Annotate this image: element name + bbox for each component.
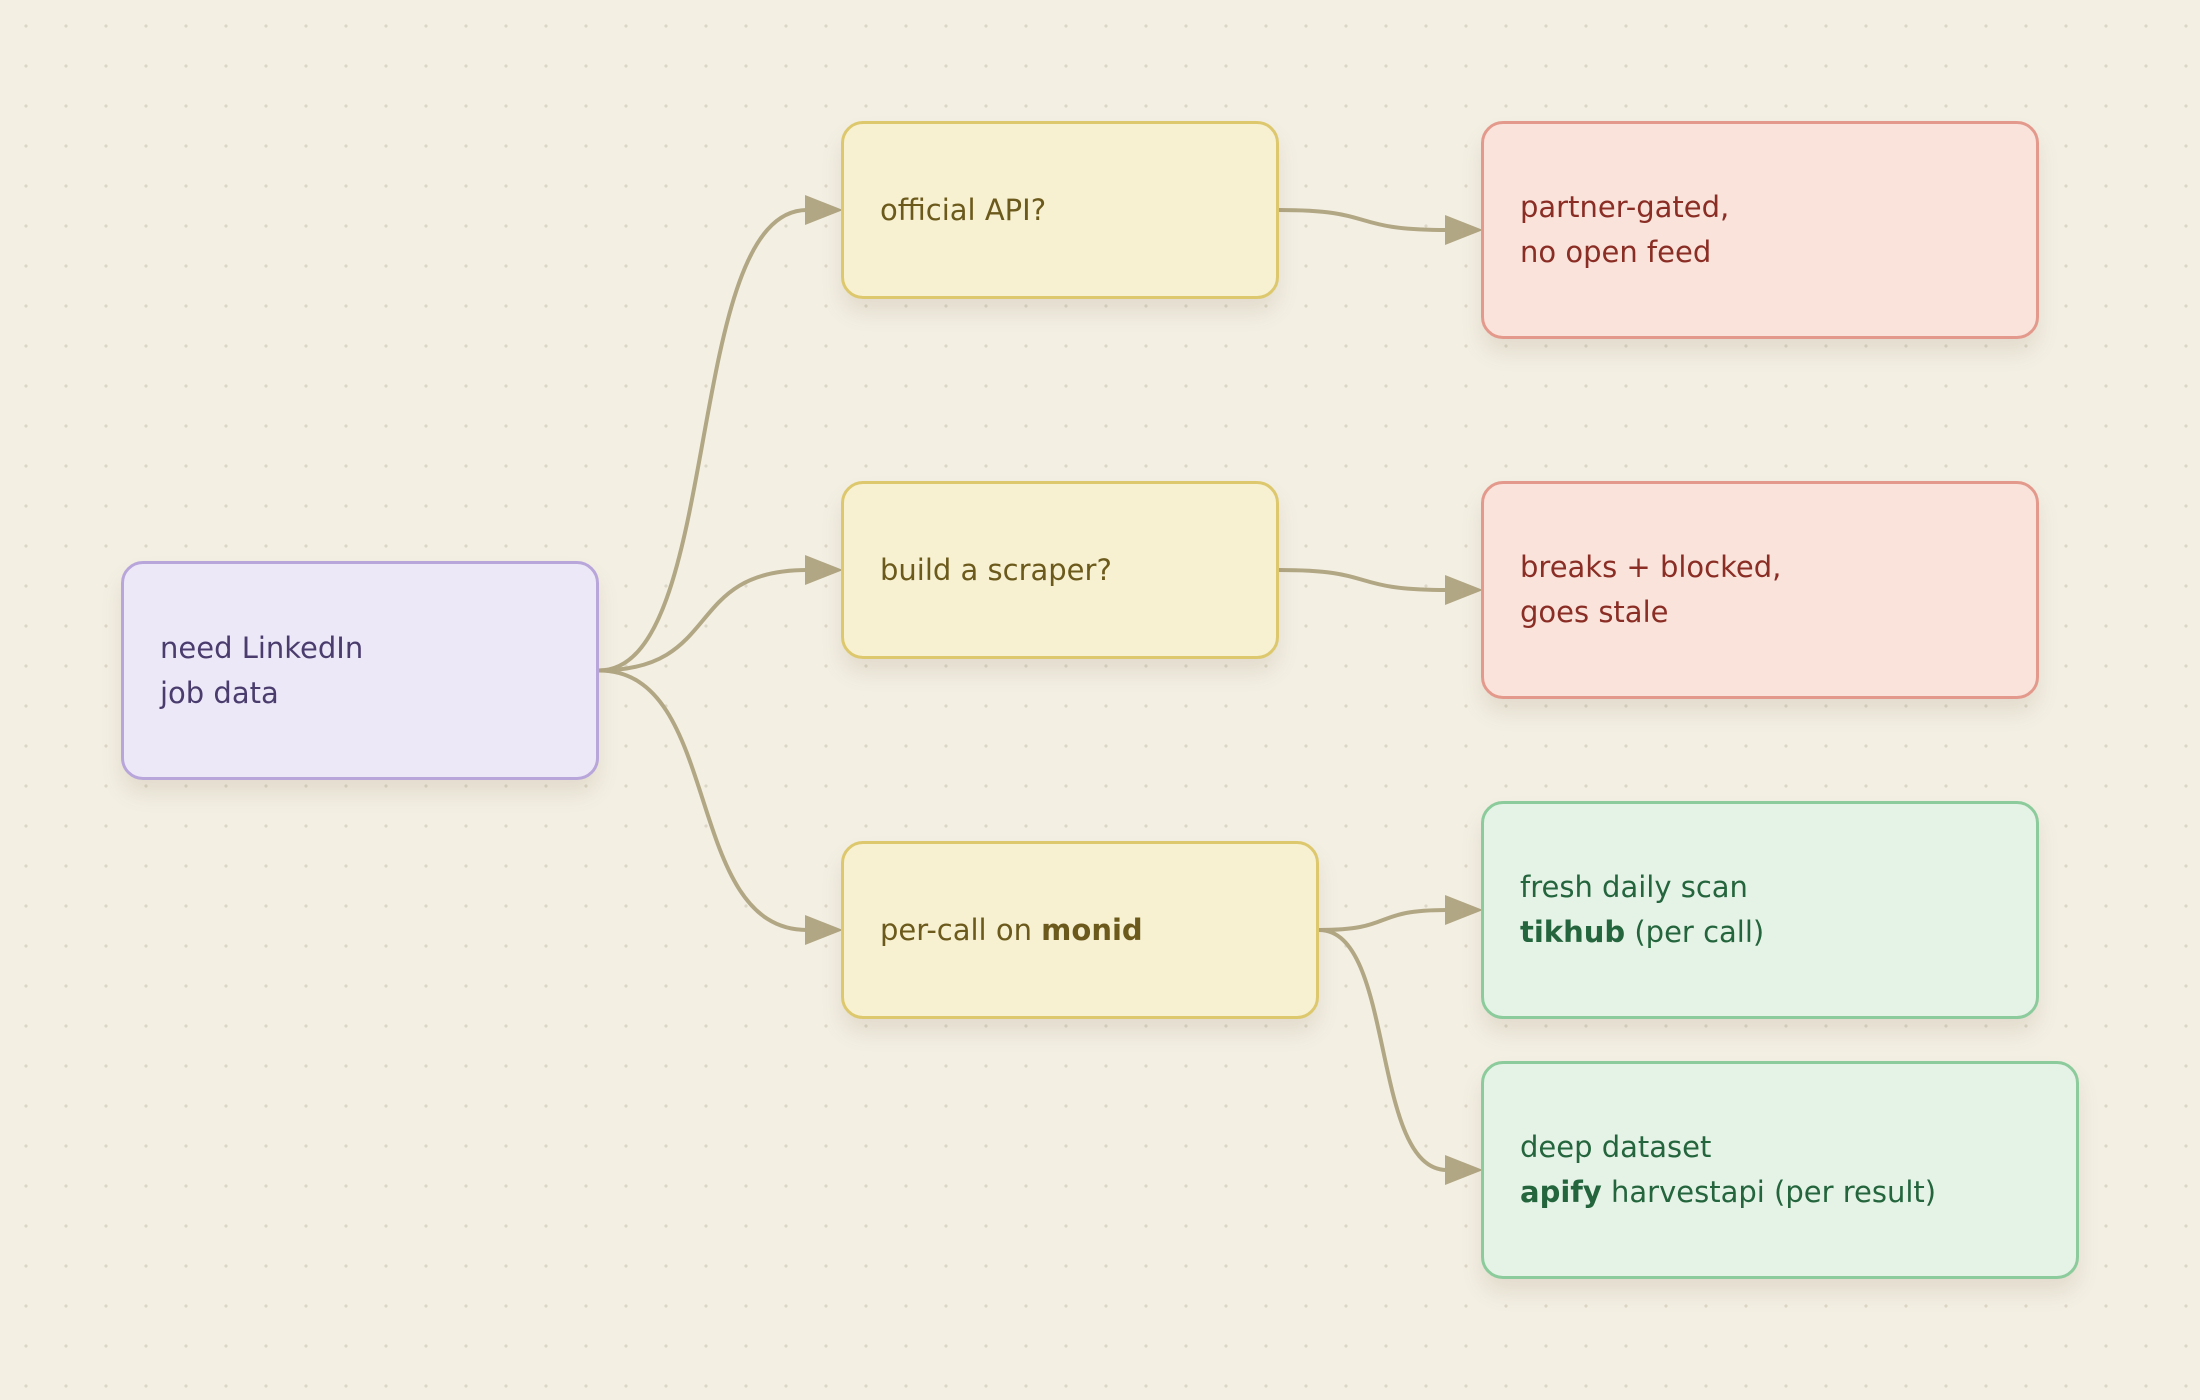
connector-monid-to-fresh (1318, 908, 1448, 932)
node-breaks-blocked[interactable]: breaks + blocked, goes stale (1481, 481, 2039, 699)
node-official-api[interactable]: official API? (841, 121, 1279, 299)
connector-monid-to-deep (1318, 928, 1448, 1172)
node-text-line: per-call on monid (880, 908, 1280, 953)
connector-start-to-scraper (598, 568, 808, 673)
node-text-bold: tikhub (1520, 915, 1626, 949)
node-fresh-daily-scan[interactable]: fresh daily scan tikhub (per call) (1481, 801, 2039, 1019)
arrowhead-icon (1445, 215, 1483, 245)
node-text-suffix: harvestapi (per result) (1601, 1175, 1937, 1209)
node-need-linkedin-job-data[interactable]: need LinkedIn job data (121, 561, 599, 780)
node-build-a-scraper[interactable]: build a scraper? (841, 481, 1279, 659)
arrowhead-icon (1445, 895, 1483, 925)
node-partner-gated[interactable]: partner-gated, no open feed (1481, 121, 2039, 339)
node-text-suffix: (per call) (1625, 915, 1765, 949)
arrowhead-icon (805, 195, 843, 225)
node-per-call-on-monid[interactable]: per-call on monid (841, 841, 1319, 1019)
connector-start-to-monid (598, 668, 808, 932)
node-text-line: deep dataset (1520, 1130, 1712, 1164)
node-text-prefix: per-call on (880, 912, 1042, 947)
connector-start-to-api (598, 208, 808, 673)
connector-scraper-to-breaks (1278, 568, 1448, 592)
connector-api-to-gated (1278, 208, 1448, 232)
node-text-line: partner-gated, (1520, 190, 1730, 224)
node-text-line: apify harvestapi (per result) (1520, 1170, 2040, 1215)
node-text-line: goes stale (1520, 595, 1669, 629)
arrowhead-icon (1445, 575, 1483, 605)
node-text-line: build a scraper? (880, 552, 1112, 587)
arrowhead-icon (805, 915, 843, 945)
node-deep-dataset[interactable]: deep dataset apify harvestapi (per resul… (1481, 1061, 2079, 1279)
node-text-line: tikhub (per call) (1520, 910, 2000, 955)
node-text-line: fresh daily scan (1520, 870, 1748, 904)
node-text-bold: monid (1041, 912, 1143, 947)
arrowhead-icon (805, 555, 843, 585)
node-text-bold: apify (1520, 1175, 1602, 1209)
node-text-line: official API? (880, 192, 1047, 227)
node-text-line: job data (160, 675, 279, 710)
arrowhead-icon (1445, 1155, 1483, 1185)
node-text-line: need LinkedIn (160, 630, 364, 665)
node-text-line: no open feed (1520, 235, 1712, 269)
node-text-line: breaks + blocked, (1520, 550, 1782, 584)
